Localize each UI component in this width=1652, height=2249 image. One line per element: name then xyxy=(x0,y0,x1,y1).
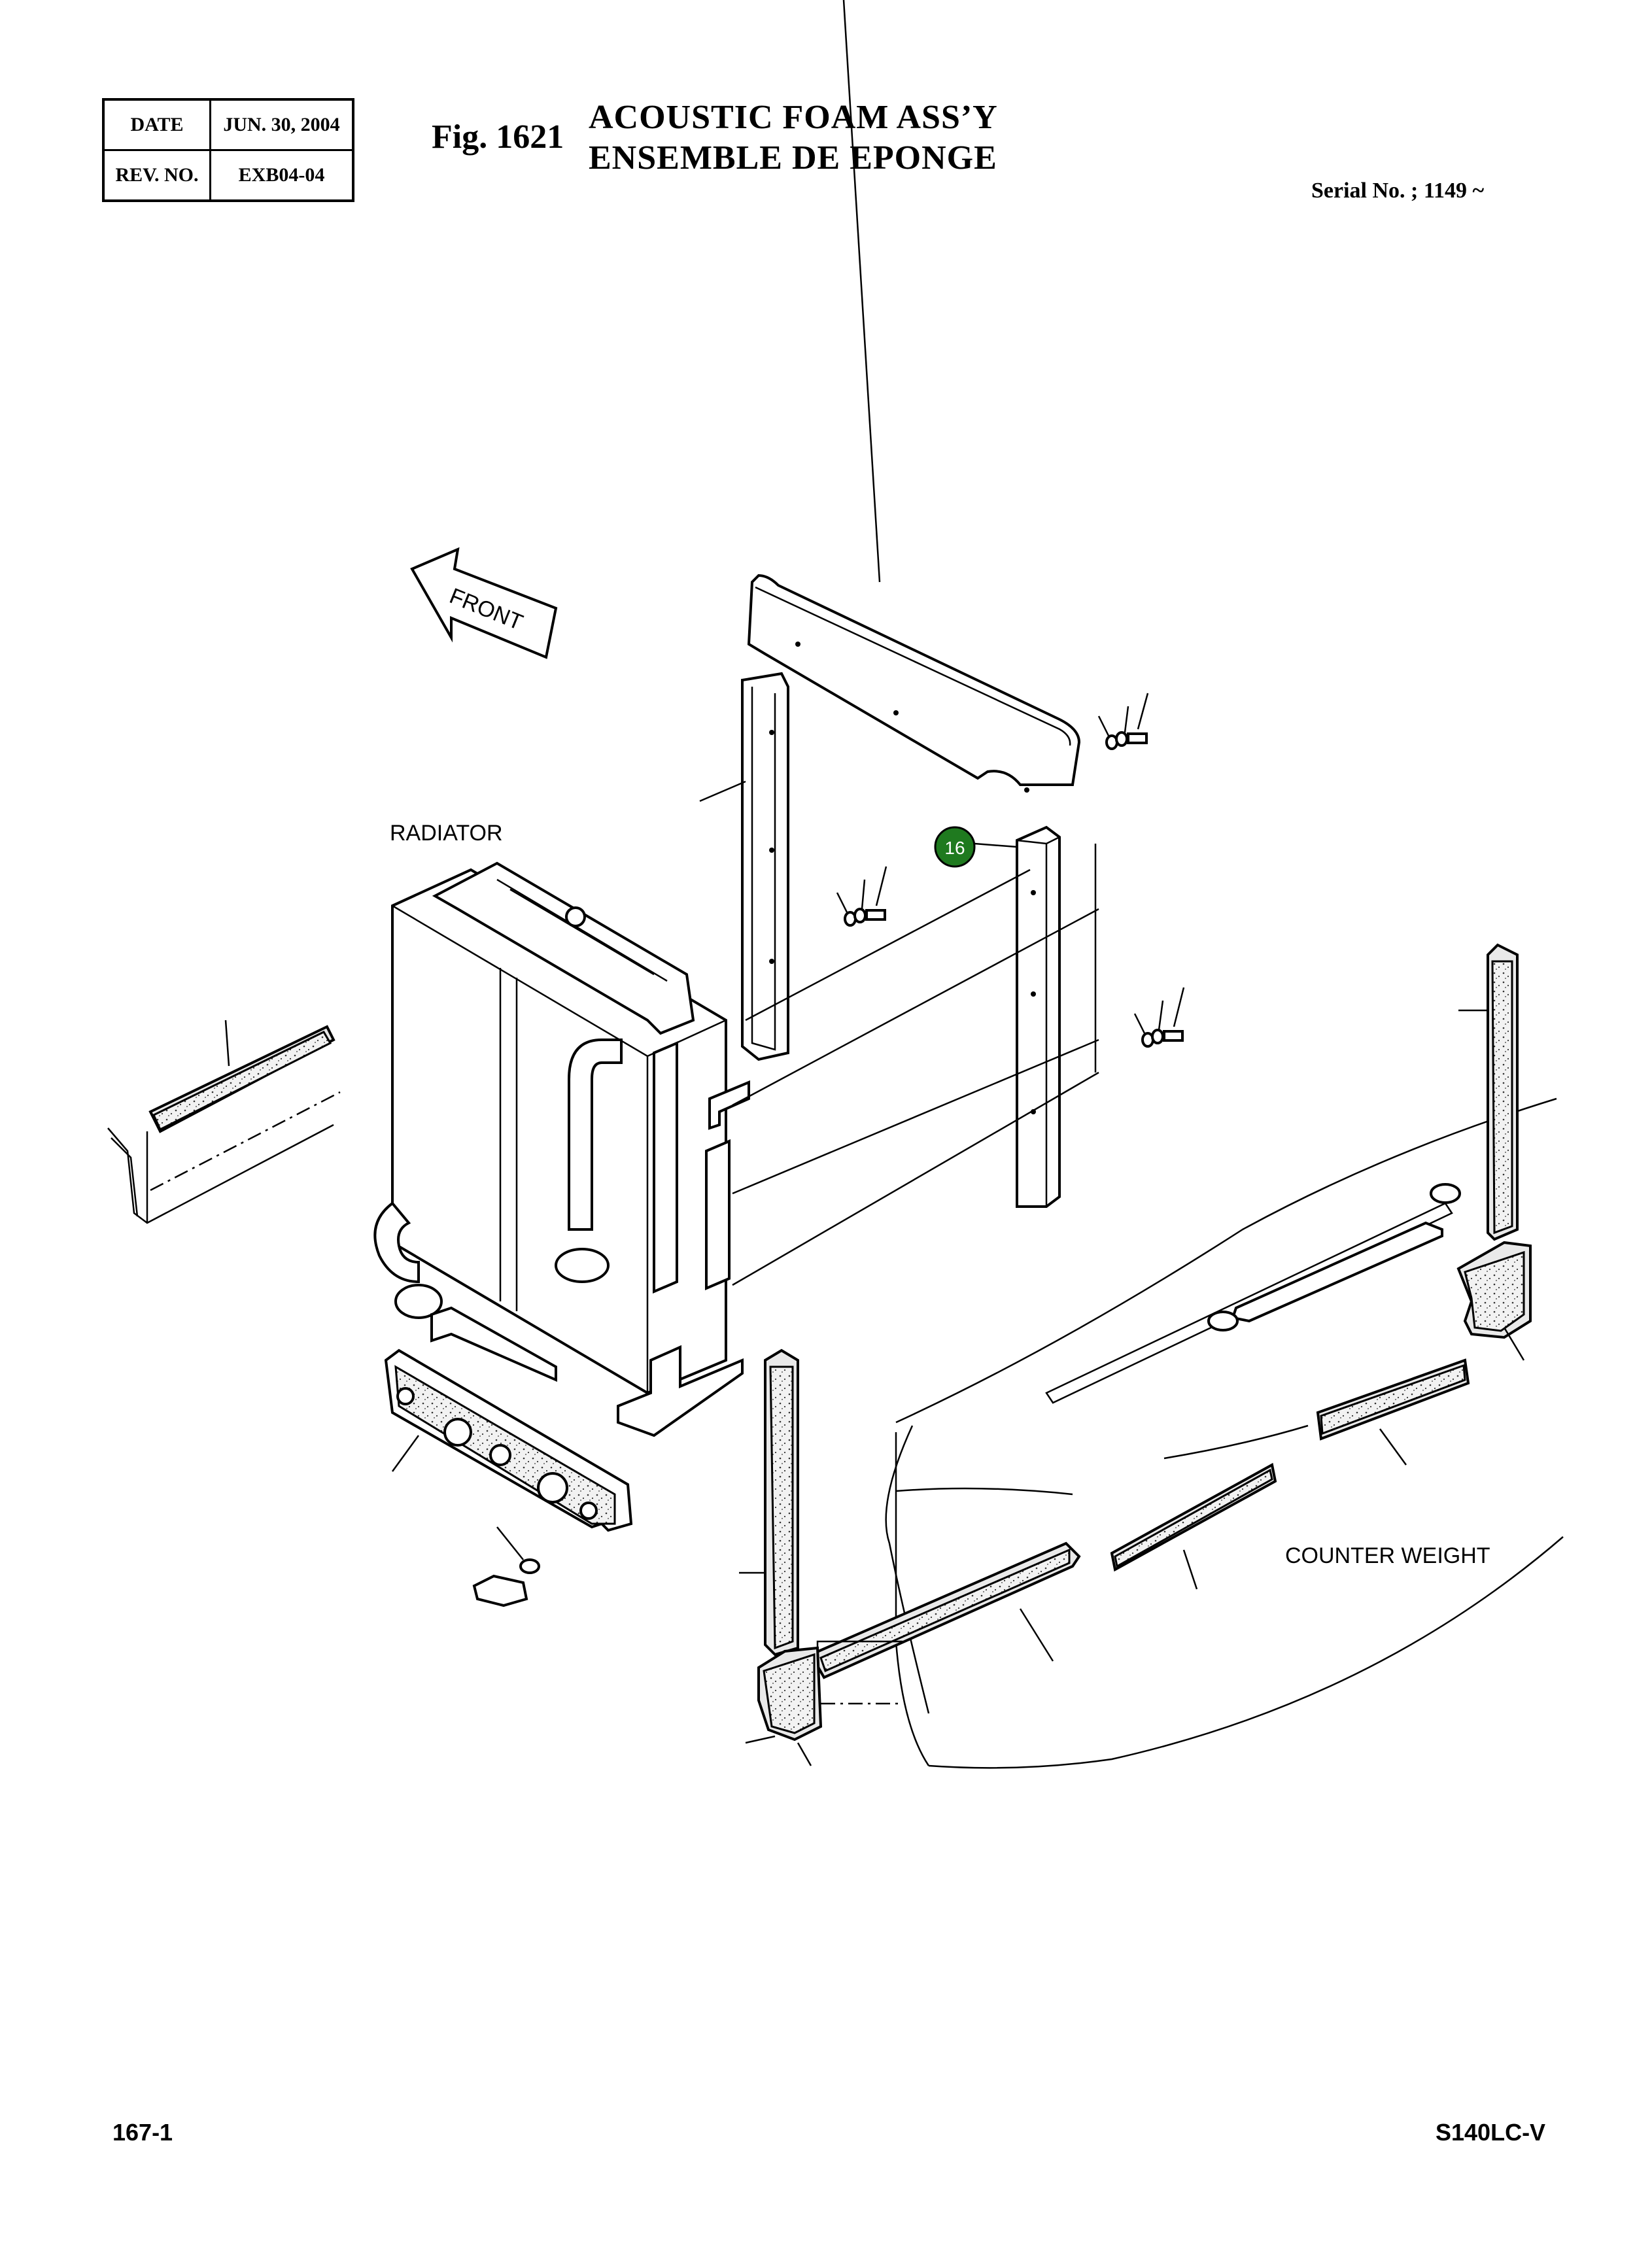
radiator-assembly: RADIATOR xyxy=(373,821,1099,1437)
callout-16-label: 16 xyxy=(944,838,965,858)
left-angle-foam xyxy=(107,1020,341,1224)
radiator-label: RADIATOR xyxy=(390,821,503,846)
cw-foam-right-lower xyxy=(1316,1358,1470,1466)
cw-foam-center xyxy=(1110,1462,1277,1590)
page-number: 167-1 xyxy=(112,2119,173,2146)
counter-weight-label: COUNTER WEIGHT xyxy=(1285,1543,1490,1568)
date-value: JUN. 30, 2004 xyxy=(209,98,354,151)
bottom-foam-bracket xyxy=(384,1348,633,1607)
bolt-set-mid xyxy=(836,866,887,927)
front-arrow: FRONT xyxy=(410,547,558,659)
figure-number: Fig. 1621 xyxy=(432,118,564,156)
cw-foam-right-vertical xyxy=(1458,943,1519,1241)
left-vertical-foam xyxy=(699,672,789,1061)
serial-number: Serial No. ; 1149 ~ xyxy=(1311,179,1485,203)
cw-foam-left-vertical xyxy=(739,1348,799,1657)
bolt-set-right xyxy=(1133,987,1185,1048)
date-label: DATE xyxy=(102,98,211,151)
model-number: S140LC-V xyxy=(1436,2119,1546,2146)
rev-label: REV. NO. xyxy=(102,149,211,202)
counterweight: COUNTER WEIGHT xyxy=(885,1097,1564,1769)
rev-value: EXB04-04 xyxy=(209,149,354,202)
cw-foam-right-corner xyxy=(1456,1241,1532,1361)
cw-foam-left-horizontal xyxy=(809,1541,1081,1679)
title-english: ACOUSTIC FOAM ASS’Y xyxy=(589,99,998,136)
title-french: ENSEMBLE DE EPONGE xyxy=(589,139,997,177)
bolt-set-top xyxy=(1097,693,1149,750)
right-vertical-foam xyxy=(1016,825,1097,1208)
callout-16[interactable]: 16 xyxy=(934,826,1018,868)
revision-table: DATE JUN. 30, 2004 REV. NO. EXB04-04 xyxy=(102,98,354,202)
top-foam-panel xyxy=(747,0,1081,793)
cw-foam-left-corner xyxy=(745,1640,903,1766)
